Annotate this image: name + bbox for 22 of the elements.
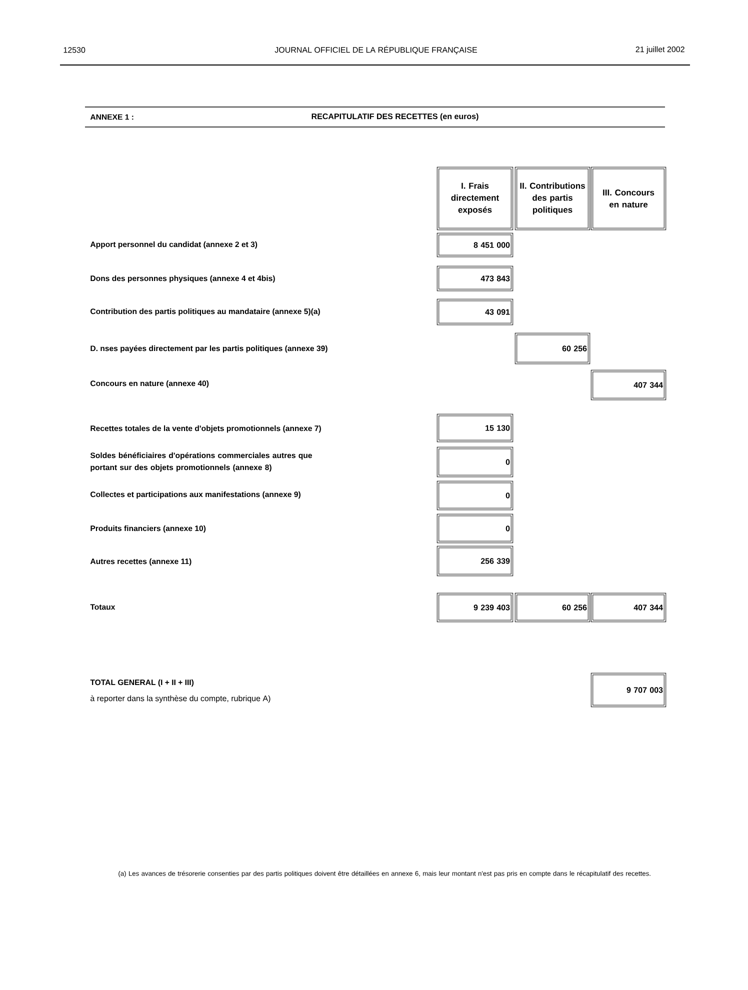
page-number: 12530 — [64, 47, 86, 53]
value-box: 9 707 003 — [590, 672, 666, 708]
column-header: I. Frais directement exposés — [436, 166, 514, 230]
value-box: 473 843 — [436, 266, 514, 292]
value-box: 0 — [436, 446, 514, 478]
value-box: 60 256 — [514, 332, 590, 364]
column-header: III. Concours en nature — [590, 166, 666, 230]
value-box: 256 339 — [436, 546, 514, 576]
date: 21 juillet 2002 — [636, 46, 684, 54]
value-box: 43 091 — [436, 298, 514, 326]
value-box: 60 256 — [514, 592, 590, 622]
value-box: 0 — [436, 514, 514, 544]
value-box: 407 344 — [590, 370, 666, 400]
column-header: II. Contributions des partis politiques — [514, 166, 590, 230]
table-title: RECAPITULATIF DES RECETTES (en euros) — [312, 113, 478, 121]
value-box: 8 451 000 — [436, 232, 514, 258]
value-box: 15 130 — [436, 414, 514, 442]
value-box: 407 344 — [590, 592, 666, 622]
value-box: 9 239 403 — [436, 592, 514, 622]
journal-title: JOURNAL OFFICIEL DE LA RÉPUBLIQUE FRANÇAISE — [274, 46, 477, 54]
note: à reporter dans la synthèse du compte, rubrique A) — [90, 695, 270, 703]
value-box: 0 — [436, 480, 514, 510]
